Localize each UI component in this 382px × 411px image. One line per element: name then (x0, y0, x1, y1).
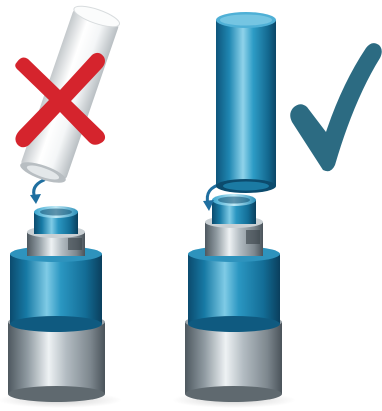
right-mouthpiece (212, 194, 256, 224)
left-mouthpiece (34, 206, 78, 234)
incorrect-panel (0, 2, 122, 408)
right-blue-body (188, 246, 280, 332)
teal-checkmark-icon (290, 43, 382, 171)
left-curved-arrow-icon (30, 180, 44, 204)
right-blue-cap (216, 12, 276, 193)
left-blue-body (10, 246, 102, 332)
correct-panel (172, 12, 382, 408)
